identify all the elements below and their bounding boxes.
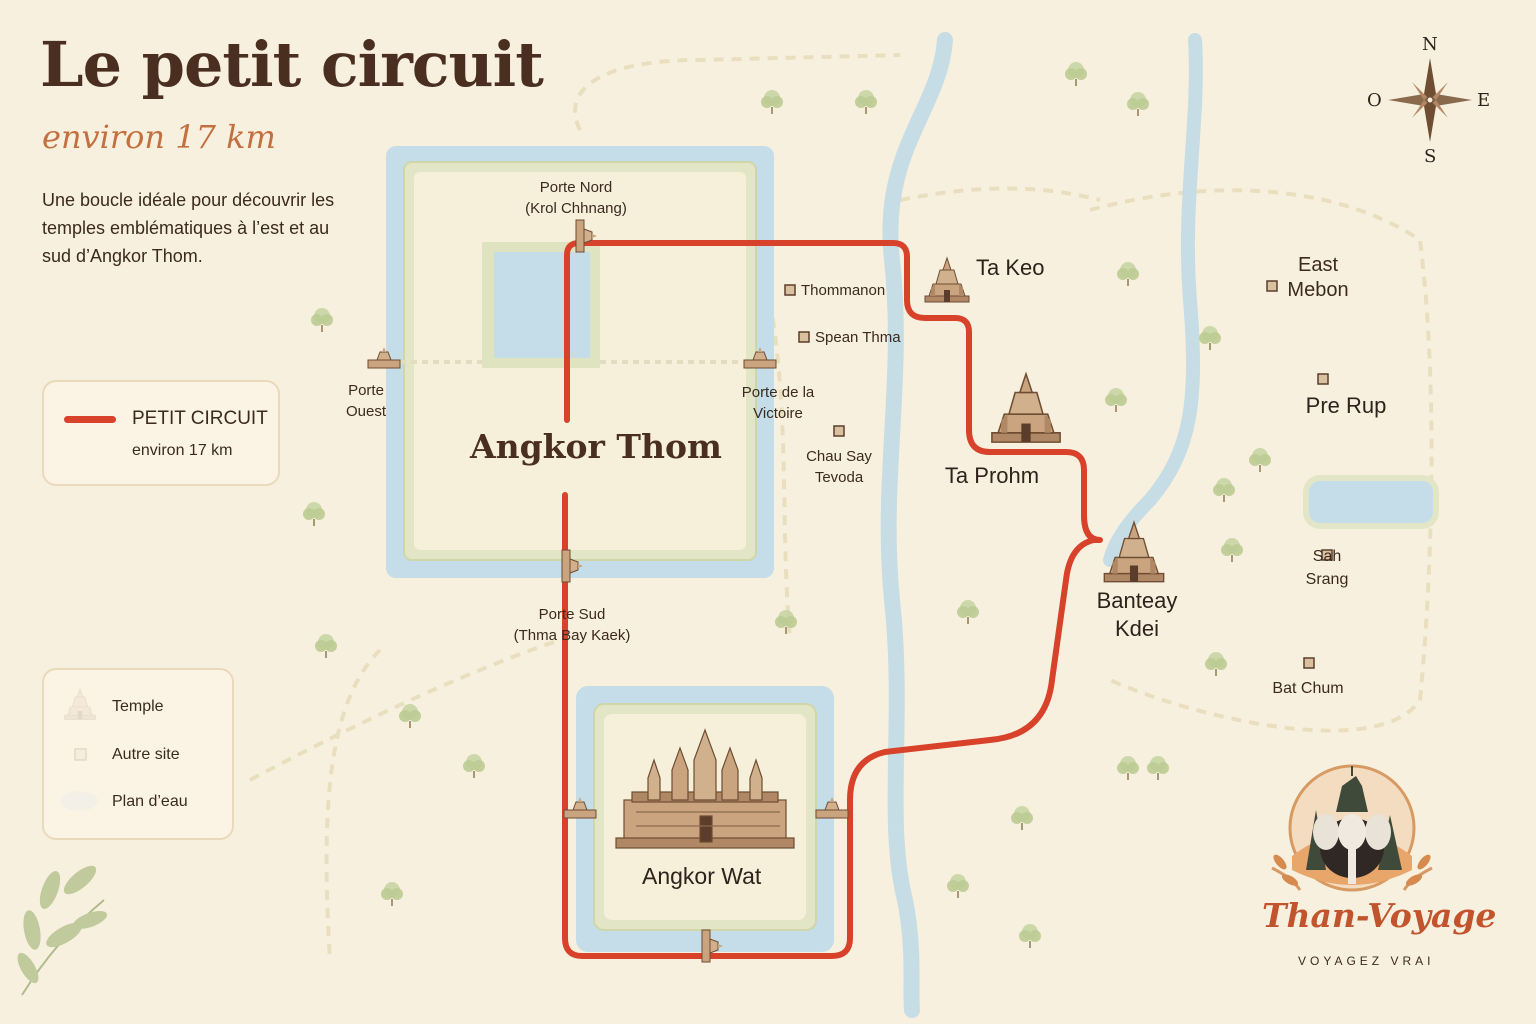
map-title: Le petit circuit xyxy=(40,28,544,101)
compass-west: O xyxy=(1367,90,1382,111)
than-voyage-logo xyxy=(1271,764,1433,892)
site-srah-srang xyxy=(1321,549,1333,561)
compass-east: E xyxy=(1477,90,1491,111)
label-pre-rup: Pre Rup xyxy=(1305,393,1387,418)
route-legend-title: PETIT CIRCUIT xyxy=(132,408,268,429)
compass-rose-icon xyxy=(1388,58,1472,142)
legend-water: Plan d’eau xyxy=(112,793,188,810)
label-ta-prohm: Ta Prohm xyxy=(944,463,1040,488)
route-legend: PETIT CIRCUIT environ 17 km xyxy=(42,380,280,486)
intro-text: Une boucle idéale pour découvrir les tem… xyxy=(42,190,335,266)
label-banteay-kdei: Banteay Kdei xyxy=(1096,588,1178,641)
label-angkor-wat: Angkor Wat xyxy=(642,863,762,889)
label-bat-chum: Bat Chum xyxy=(1272,680,1344,697)
label-porte-ouest: Porte Ouest xyxy=(345,382,387,420)
map-subtitle: environ 17 km xyxy=(42,118,276,156)
temple-icon-ta-keo xyxy=(924,257,970,303)
route-legend-distance: environ 17 km xyxy=(132,442,233,459)
brand-tagline: VOYAGEZ VRAI xyxy=(1298,954,1435,968)
angkor-wat-temple-icon xyxy=(615,728,795,849)
route-legend-swatch xyxy=(64,416,116,423)
label-spean-thma: Spean Thma xyxy=(815,329,901,346)
label-angkor-thom: Angkor Thom xyxy=(470,427,722,466)
dirt-tracks xyxy=(249,53,1434,961)
river-west xyxy=(880,32,953,1018)
site-thommanon xyxy=(784,284,796,296)
label-thommanon: Thommanon xyxy=(801,282,886,299)
site-east-mebon xyxy=(1266,280,1278,292)
route-line xyxy=(562,240,1103,959)
legend-temple: Temple xyxy=(112,698,164,715)
label-porte-nord: Porte Nord (Krol Chhnang) xyxy=(525,179,627,217)
site-bat-chum xyxy=(1303,657,1315,669)
compass-south: S xyxy=(1424,146,1437,167)
legend-other-site: Autre site xyxy=(112,746,180,763)
angkor-thom-pond xyxy=(494,252,590,358)
label-srah-srang: Sah Srang xyxy=(1305,548,1349,588)
site-chau-say xyxy=(833,425,845,437)
compass-north: N xyxy=(1422,34,1438,55)
brand-name: Than-Voyage xyxy=(1262,896,1497,935)
srah-srang-water xyxy=(1303,475,1439,529)
label-porte-victoire: Porte de la Victoire xyxy=(741,384,815,422)
label-porte-sud: Porte Sud (Thma Bay Kaek) xyxy=(513,606,631,644)
river-east xyxy=(1103,33,1203,567)
label-ta-keo: Ta Keo xyxy=(976,255,1045,280)
site-pre-rup xyxy=(1317,373,1329,385)
leaf-decoration xyxy=(17,865,108,996)
map-legend: Temple Autre site Plan d’eau xyxy=(42,668,234,840)
site-spean-thma xyxy=(798,331,810,343)
label-chau-say-tevoda: Chau Say Tevoda xyxy=(806,448,872,486)
label-east-mebon: East Mebon xyxy=(1287,254,1349,301)
temple-icon-ta-prohm xyxy=(991,373,1061,443)
